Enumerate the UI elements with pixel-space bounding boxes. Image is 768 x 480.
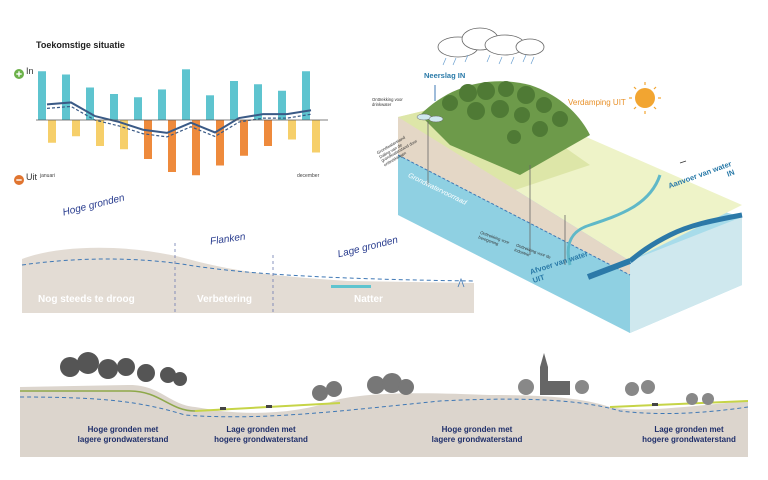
land-label-4: Lage gronden met hogere grondwaterstand bbox=[642, 425, 736, 444]
church-icon bbox=[540, 353, 570, 395]
bar-uit bbox=[240, 120, 248, 156]
bar-uit bbox=[120, 120, 128, 150]
bar-in bbox=[86, 87, 94, 120]
trees-left-icon bbox=[60, 352, 187, 386]
bar-uit bbox=[168, 120, 176, 172]
land-label-3: Hoge gronden met lagere grondwaterstand bbox=[431, 425, 523, 444]
land-label-2: Lage gronden met hogere grondwaterstand bbox=[214, 425, 308, 444]
land-label-1: Hoge gronden met lagere grondwaterstand bbox=[77, 425, 169, 444]
bar-in bbox=[182, 69, 190, 120]
bar-in bbox=[62, 74, 70, 120]
bar-uit bbox=[312, 120, 320, 153]
bar-uit bbox=[72, 120, 80, 137]
bar-in bbox=[302, 71, 310, 120]
water-system-block-diagram bbox=[397, 27, 743, 333]
landscape-cross-section bbox=[20, 352, 748, 457]
uit-indicator: Uit bbox=[14, 172, 37, 190]
bar-in bbox=[110, 94, 118, 120]
bar-uit bbox=[96, 120, 104, 146]
month-end: december bbox=[297, 173, 320, 179]
bar-in bbox=[158, 89, 166, 120]
bar-uit bbox=[48, 120, 56, 143]
trees-middle-icon bbox=[312, 373, 414, 401]
zone-tag-droog: Nog steeds te droog bbox=[38, 294, 135, 305]
verdamping-label: Verdamping UIT bbox=[568, 98, 626, 107]
bar-uit bbox=[288, 120, 296, 140]
zone-tag-verbetering: Verbetering bbox=[197, 294, 253, 305]
bar-in bbox=[206, 95, 214, 120]
cloud-icon bbox=[437, 27, 545, 58]
cows-icon bbox=[220, 403, 658, 410]
minus-circle-icon bbox=[14, 175, 24, 185]
balance-curve-dashed bbox=[46, 105, 312, 138]
bar-uit bbox=[144, 120, 152, 159]
in-indicator: In bbox=[14, 66, 34, 84]
zones-cross-section bbox=[21, 243, 475, 313]
water-balance-chart bbox=[36, 69, 328, 176]
neerslag-label: Neerslag IN bbox=[424, 71, 466, 80]
bar-uit bbox=[264, 120, 272, 146]
village-icon bbox=[518, 379, 714, 405]
zone-heading-hoge: Hoge gronden bbox=[61, 192, 126, 219]
bar-uit bbox=[216, 120, 224, 166]
bar-in bbox=[254, 84, 262, 120]
rain-icon bbox=[442, 54, 535, 66]
bar-in bbox=[230, 81, 238, 120]
uit-label: Uit bbox=[26, 172, 37, 182]
in-label: In bbox=[26, 66, 34, 76]
bar-uit bbox=[192, 120, 200, 176]
bar-in bbox=[38, 71, 46, 120]
sun-icon bbox=[629, 82, 661, 114]
balance-curve bbox=[46, 101, 312, 134]
bar-in bbox=[278, 90, 286, 120]
bar-in bbox=[134, 97, 142, 120]
zone-tag-natter: Natter bbox=[354, 294, 383, 305]
plus-circle-icon bbox=[14, 69, 24, 79]
onttrekking-drinkwater-label: Onttrekking voor drinkwater bbox=[372, 97, 403, 107]
month-start: januari bbox=[40, 173, 56, 179]
chart-title: Toekomstige situatie bbox=[36, 40, 125, 50]
